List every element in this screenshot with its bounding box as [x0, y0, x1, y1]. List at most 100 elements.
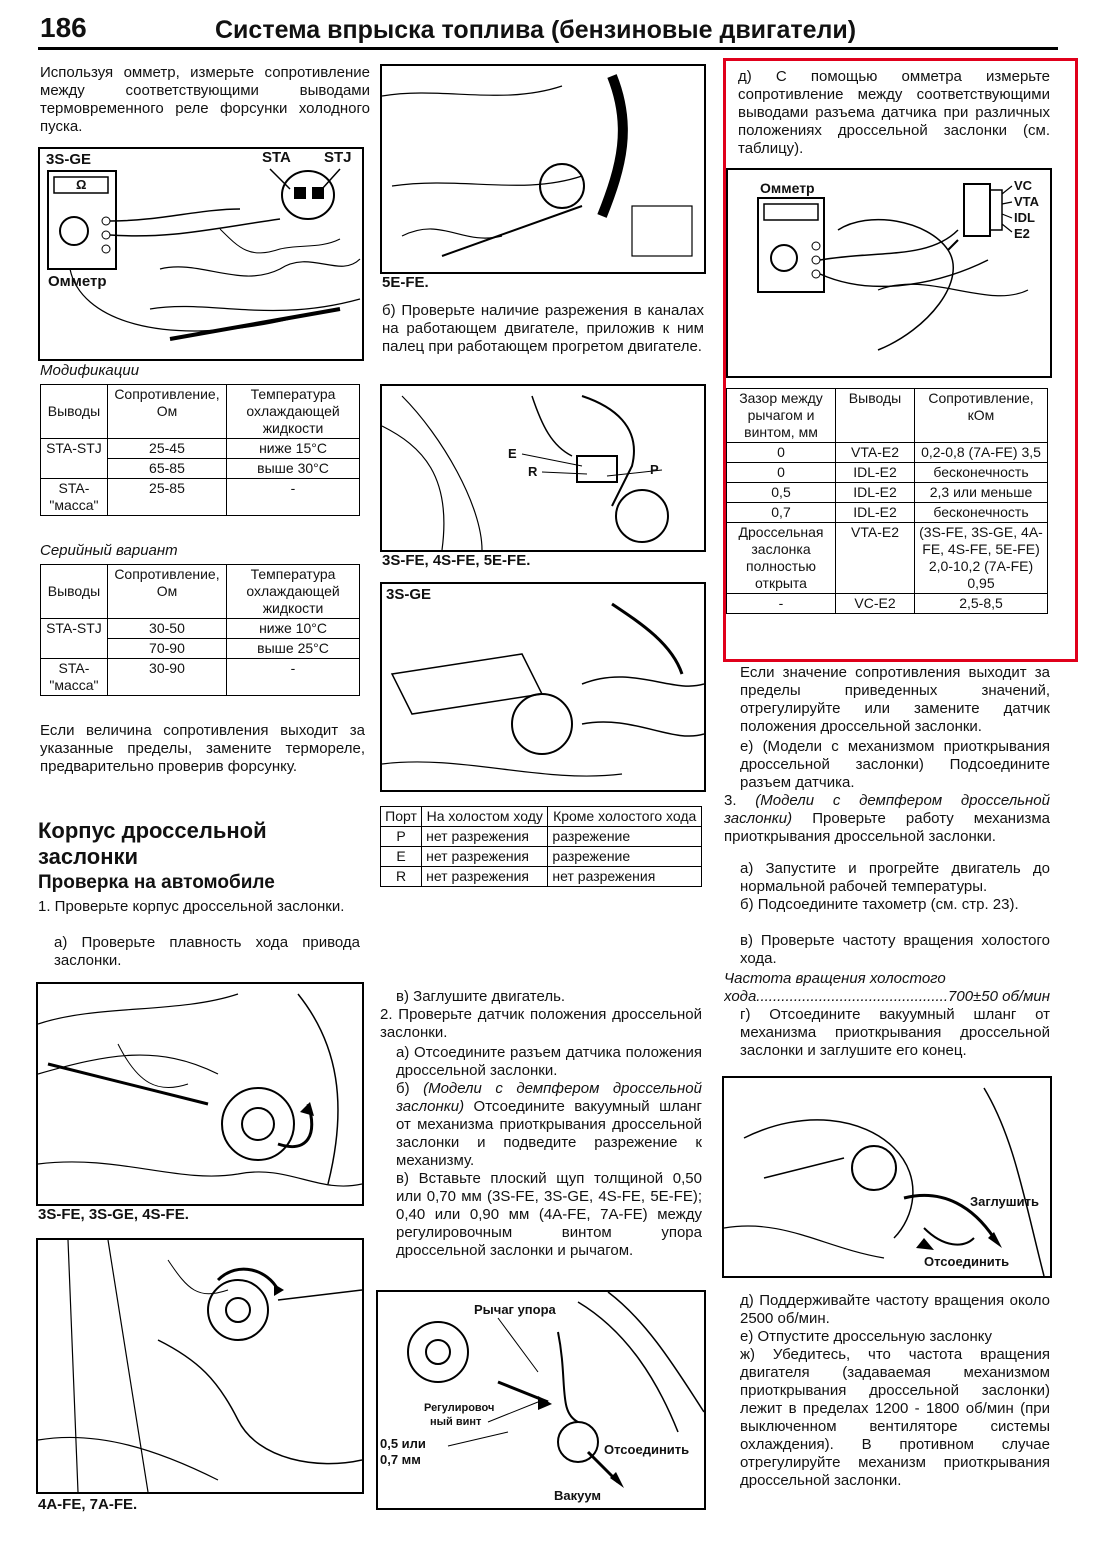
table-cell: STA-"масса"	[40, 478, 108, 516]
table-cell: ниже 15°C	[226, 438, 360, 459]
table-cell: VC-E2	[835, 593, 915, 614]
col-resistance: Сопротивление, кОм	[914, 388, 1048, 443]
table-cell: 2,5-8,5	[914, 593, 1048, 614]
step-3b: б) Подсоедините тахометр (см. стр. 23).	[740, 896, 1019, 913]
table-cell: 0,2-0,8 (7A-FE) 3,5	[914, 442, 1048, 463]
table-cell: 65-85	[106, 458, 228, 479]
table-cell: IDL-E2	[835, 462, 915, 483]
col-terminals: Выводы	[40, 564, 108, 619]
figure-throttle-4a	[36, 1238, 364, 1494]
table-cell: 0,5	[726, 482, 836, 503]
ohmmeter-label: Омметр	[760, 180, 815, 196]
port-r-label: R	[528, 464, 538, 479]
step-3-rest: Проверьте работу механизма приоткрывания…	[724, 810, 1050, 845]
step-3g: г) Отсоедините вакуумный шланг от механи…	[740, 1006, 1050, 1059]
table-cell: VTA-E2	[835, 442, 915, 463]
screw-label-1: Регулировоч	[424, 1402, 495, 1414]
col3-text-e: е) (Модели с механизмом приоткрывания др…	[740, 738, 1050, 791]
table-cell: P	[379, 826, 423, 847]
col-idle: На холостом ходу	[421, 806, 549, 827]
figure-model-label: 3S-GE	[46, 151, 92, 168]
terminal-vc-label: VC	[1014, 178, 1033, 193]
figure-throttle-linkage	[36, 982, 364, 1206]
disconnect-label: Отсоединить	[924, 1254, 1010, 1269]
gap-label-2: 0,7 мм	[380, 1452, 421, 1467]
col2-text-v: в) Заглушите двигатель.	[396, 988, 566, 1005]
col-non-idle: Кроме холостого хода	[547, 806, 702, 827]
table-cell: IDL-E2	[835, 502, 915, 523]
ohmmeter-label: Омметр	[48, 273, 107, 290]
table-cell: STA-STJ	[40, 618, 108, 659]
table-cell: -	[226, 658, 360, 696]
port-e-label: E	[508, 446, 517, 461]
figure-vacuum-ports: E R P	[380, 384, 706, 552]
disconnect-label: Отсоединить	[604, 1442, 690, 1457]
step-2b-italic: (Модели с демпфером дроссельной заслонки…	[396, 1080, 702, 1115]
header-rule	[38, 47, 1058, 50]
table-cell: STA-STJ	[40, 438, 108, 479]
page-number: 186	[40, 12, 87, 43]
col-terminals: Выводы	[40, 384, 108, 439]
table-cell: 0	[726, 442, 836, 463]
vacuum-label: Вакуум	[554, 1488, 602, 1503]
plug-label: Заглушить	[970, 1194, 1039, 1209]
table-cell: (3S-FE, 3S-GE, 4A-FE, 4S-FE, 5E-FE) 2,0-…	[914, 522, 1048, 594]
col1-after-tables: Если величина сопротивления выходит за у…	[40, 722, 365, 775]
table-cell: нет разрежения	[421, 866, 549, 887]
section-title: Корпус дроссельной заслонки	[38, 818, 267, 869]
table-cell: STA-"масса"	[40, 658, 108, 696]
table-cell: выше 30°C	[226, 458, 360, 479]
figure-caption: 4A-FE, 7A-FE.	[38, 1496, 138, 1513]
page-title: Система впрыска топлива (бензиновые двиг…	[215, 16, 857, 44]
col-terminals: Выводы	[835, 388, 915, 443]
step-3-prefix: 3.	[724, 792, 756, 809]
step-1a: а) Проверьте плавность хода привода засл…	[54, 934, 360, 969]
figure-vacuum-hose: Заглушить Отсоединить	[722, 1076, 1052, 1278]
table-cell: 30-90	[106, 658, 228, 696]
table-cell: VTA-E2	[835, 522, 915, 594]
col-resistance: Сопротивление, Ом	[106, 384, 228, 439]
step-1: 1. Проверьте корпус дроссельной заслонки…	[38, 898, 345, 915]
table-cell: 2,3 или меньше	[914, 482, 1048, 503]
idle-speed-value: хода....................................…	[724, 988, 1050, 1005]
terminal-sta-label: STA	[262, 149, 291, 166]
terminal-stj-label: STJ	[324, 149, 352, 166]
table-cell: разрежение	[547, 846, 702, 867]
table-cell: 25-45	[106, 438, 228, 459]
terminal-idl-label: IDL	[1014, 210, 1035, 225]
gap-label-1: 0,5 или	[380, 1436, 426, 1451]
table-cell: 0	[726, 462, 836, 483]
table-cell: IDL-E2	[835, 482, 915, 503]
terminal-e2-label: E2	[1014, 226, 1030, 241]
table-cell: Дроссельная заслонка полностью открыта	[726, 522, 836, 594]
figure-model-label: 3S-GE	[386, 586, 432, 603]
step-2a: а) Отсоедините разъем датчика положения …	[396, 1044, 702, 1079]
table-cell: нет разрежения	[421, 846, 549, 867]
step-2b-rest: Отсоедините вакуумный шланг от механизма…	[396, 1098, 702, 1169]
col-port: Порт	[379, 806, 423, 827]
col3-text-d: д) С помощью омметра измерьте сопротивле…	[738, 68, 1050, 157]
step-2b: б) (Модели с демпфером дроссельной засло…	[396, 1080, 702, 1170]
figure-tps-ohmmeter: Омметр VC VTA IDL E2	[726, 168, 1052, 378]
table-cell: нет разрежения	[421, 826, 549, 847]
table-ports: Порт На холостом ходу Кроме холостого хо…	[379, 806, 702, 887]
figure-stop-lever: Рычаг упора Регулировоч ный винт 0,5 или…	[376, 1290, 706, 1510]
figure-caption: 5E-FE.	[382, 274, 429, 291]
table-cell: нет разрежения	[547, 866, 702, 887]
table-cell: бесконечность	[914, 502, 1048, 523]
table1-caption: Модификации	[40, 362, 140, 379]
step-2: 2. Проверьте датчик положения дроссельно…	[380, 1006, 702, 1041]
table-cell: 70-90	[106, 638, 228, 659]
ohmmeter-relay-drawing	[47, 168, 361, 341]
figure-3s-ge-throttle: 3S-GE	[380, 582, 706, 792]
step-3e: е) Отпустите дроссельную заслонку	[740, 1328, 993, 1345]
table-cell: выше 25°C	[226, 638, 360, 659]
table-cell: R	[379, 866, 423, 887]
table-cell: -	[226, 478, 360, 516]
col-gap: Зазор между рычагом и винтом, мм	[726, 388, 836, 443]
table2-caption: Серийный вариант	[40, 542, 178, 559]
table-cell: разрежение	[547, 826, 702, 847]
figure-caption: 3S-FE, 4S-FE, 5E-FE.	[382, 552, 531, 569]
table-serial-variant: Выводы Сопротивление, Ом Температура охл…	[40, 564, 360, 696]
step-3a: а) Запустите и прогрейте двигатель до но…	[740, 860, 1050, 895]
